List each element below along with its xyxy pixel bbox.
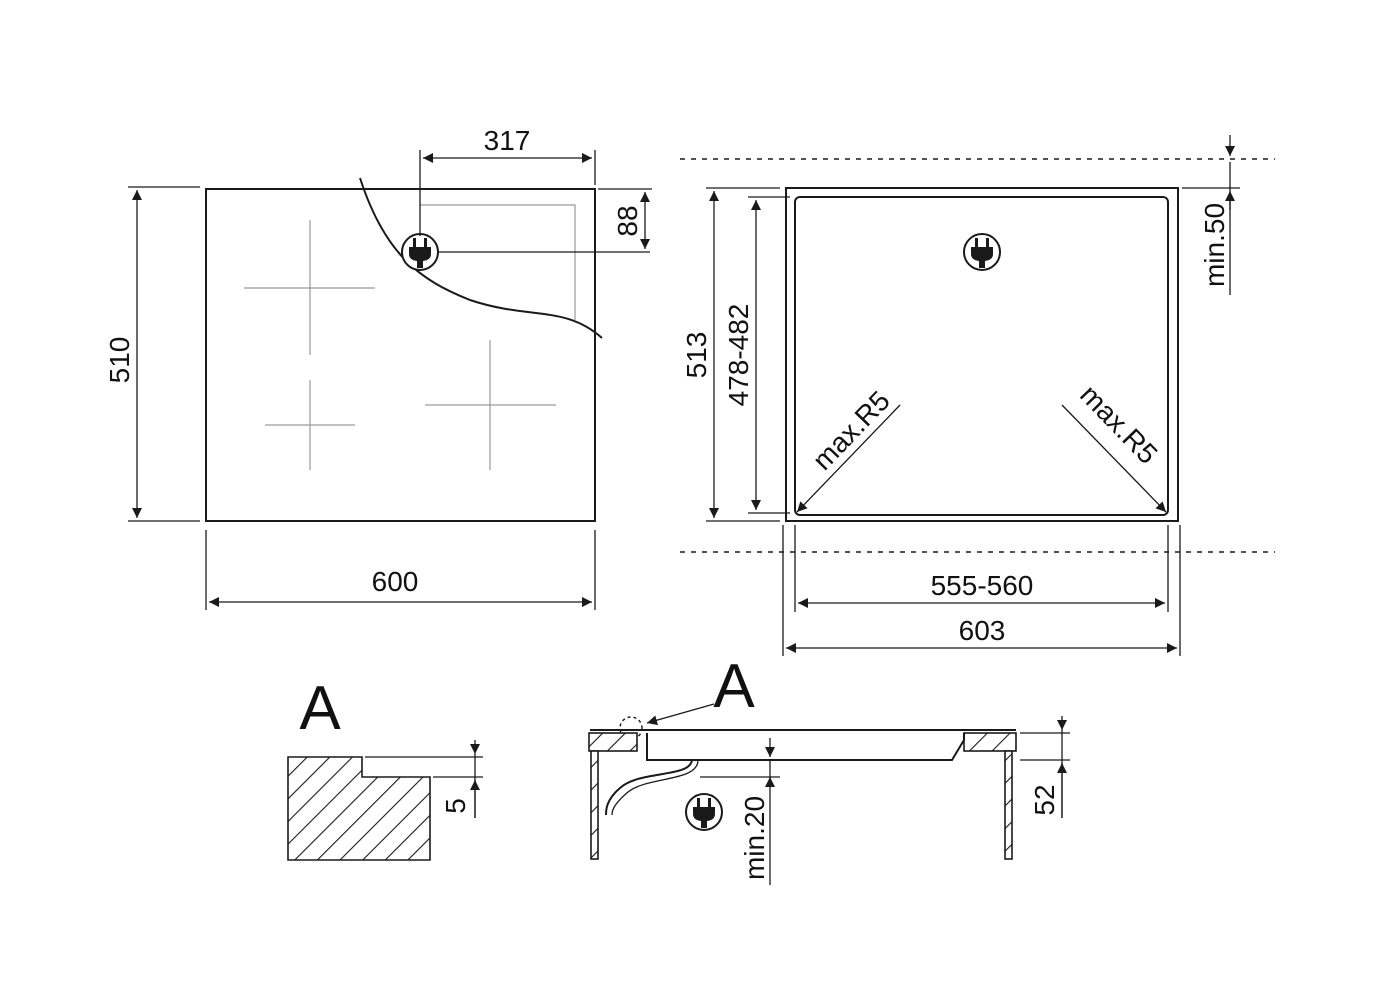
detail-a: A 5 (287, 674, 483, 861)
worktop-right (963, 732, 1017, 752)
hob-outer-outline (785, 187, 1179, 522)
dim-label-width: 600 (372, 566, 419, 597)
plug-icon (401, 233, 439, 271)
dim-label-depth: 510 (104, 337, 135, 384)
dim-label-overall-depth: 513 (681, 332, 712, 379)
dim-label-plug-depth: 88 (612, 205, 643, 236)
radius-label-left: max.R5 (807, 385, 896, 476)
dim-label-height: 52 (1029, 784, 1060, 815)
dim-label-step: 5 (440, 798, 471, 814)
dim-label-rear-clearance: min.50 (1199, 203, 1230, 287)
power-cable (605, 759, 693, 816)
section-label: A (713, 652, 755, 721)
radius-label-right: max.R5 (1074, 379, 1163, 470)
dim-label-min-clearance: min.20 (739, 796, 770, 880)
hob-inner-edge (420, 204, 576, 320)
detail-callout-circle (619, 716, 643, 740)
radius-leader-right (1061, 404, 1167, 513)
section-leader (646, 703, 715, 726)
radius-leader-left (796, 404, 901, 513)
worktop-section-hatched (287, 756, 431, 861)
cooking-zone-right (425, 340, 556, 470)
plug-icon (963, 233, 1001, 271)
hob-body (646, 733, 965, 761)
cabinet-side-right (1004, 750, 1013, 860)
cutout-view: max.R5 max.R5 513 478-482 555-560 603 mi… (680, 135, 1275, 656)
hob-outline (205, 188, 596, 522)
dim-label-overall-width: 603 (959, 615, 1006, 646)
cabinet-side-left (590, 750, 599, 860)
dim-label-cutout-width: 555-560 (931, 570, 1034, 601)
dim-label-cutout-depth: 478-482 (723, 304, 754, 407)
dim-label-plug-offset: 317 (484, 125, 531, 156)
detail-label: A (299, 674, 341, 743)
hob-top-view: 510 600 317 88 (104, 125, 652, 610)
hob-cable-curve (359, 177, 603, 339)
plug-icon (685, 793, 723, 831)
cutout-outline (794, 196, 1169, 516)
section-view: A min.20 52 (588, 652, 1070, 885)
cooking-zone-large (244, 220, 375, 355)
cooking-zone-small (265, 380, 355, 470)
worktop-left (588, 732, 638, 752)
